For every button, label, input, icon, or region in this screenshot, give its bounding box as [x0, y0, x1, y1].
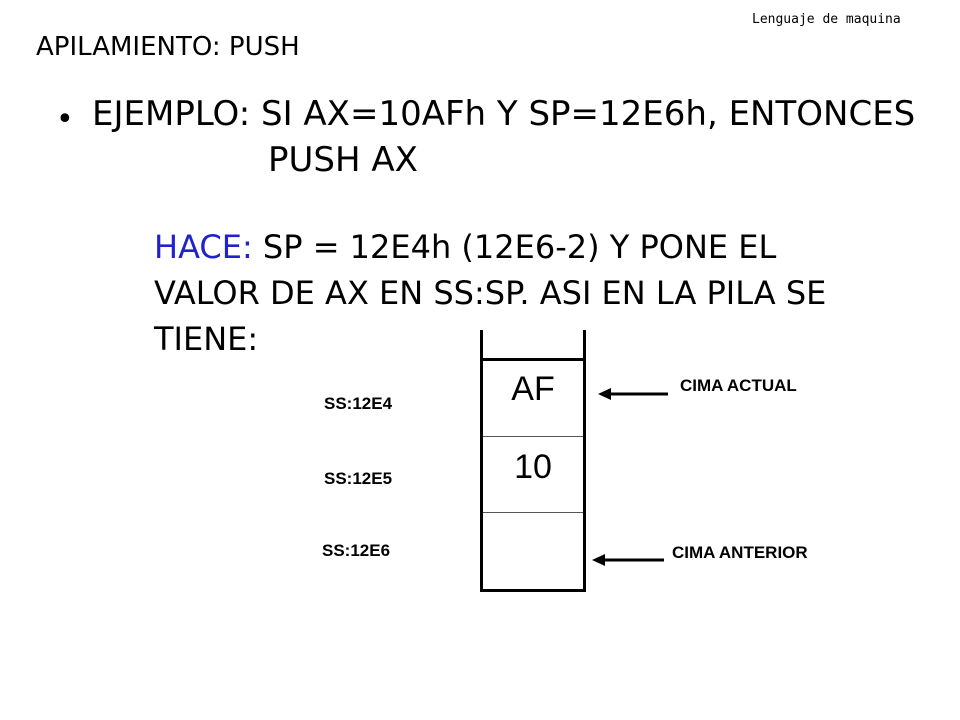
pointer-label-previous-top: CIMA ANTERIOR [672, 543, 808, 562]
stack-top-border [480, 358, 586, 361]
stack-left-wall [480, 330, 483, 592]
explanation-label: HACE: [154, 228, 253, 266]
bullet-marker: • [56, 102, 74, 137]
explanation-line-1: HACE: SP = 12E4h (12E6-2) Y PONE EL [154, 224, 826, 270]
stack-cell-divider [483, 436, 583, 437]
stack-right-wall [583, 330, 586, 592]
bullet-text-line-2: PUSH AX [268, 140, 418, 180]
explanation-block: HACE: SP = 12E4h (12E6-2) Y PONE EL VALO… [154, 224, 826, 362]
stack-cell-12e5-value: 10 [514, 448, 552, 486]
stack-cell-12e4-value: AF [511, 370, 555, 408]
stack-diagram: AF 10 [480, 330, 586, 592]
address-label-12e4: SS:12E4 [324, 394, 393, 413]
address-label-12e5: SS:12E5 [324, 469, 393, 488]
bullet-text-line-1: EJEMPLO: SI AX=10AFh Y SP=12E6h, ENTONCE… [92, 94, 916, 134]
stack-bottom-border [480, 589, 586, 592]
explanation-line-2: VALOR DE AX EN SS:SP. ASI EN LA PILA SE [154, 274, 827, 312]
explanation-line-3: TIENE: [154, 320, 259, 358]
stack-cell-divider [483, 512, 583, 513]
slide-title: APILAMIENTO: PUSH [36, 32, 300, 62]
address-label-12e6: SS:12E6 [322, 541, 391, 560]
pointer-label-current-top: CIMA ACTUAL [680, 376, 797, 395]
explanation-text-1: SP = 12E4h (12E6-2) Y PONE EL [252, 228, 777, 266]
arrow-left-icon [592, 554, 664, 566]
arrow-left-icon [598, 388, 668, 400]
header-course-name: Lenguaje de maquina [752, 12, 901, 27]
